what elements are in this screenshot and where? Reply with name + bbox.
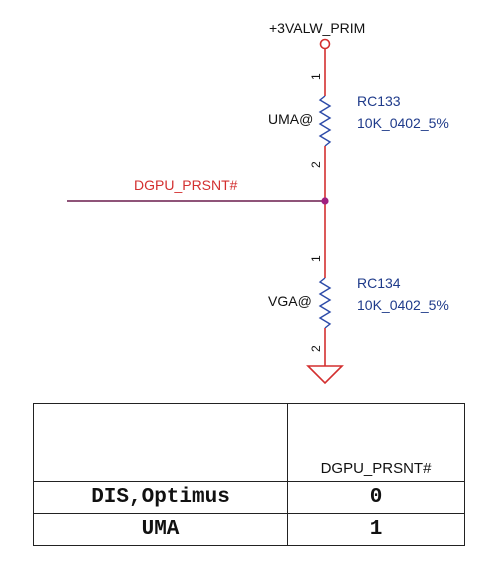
table-row: UMA 1 <box>33 513 465 546</box>
junction-dot <box>321 197 329 205</box>
rc134-pin-bottom: 2 <box>309 345 323 352</box>
ground-icon <box>306 365 344 385</box>
rc133-zigzag-icon <box>318 95 332 147</box>
table-cell-value: 0 <box>287 481 465 514</box>
net-label: DGPU_PRSNT# <box>134 177 238 193</box>
rc133-pin-bottom: 2 <box>309 161 323 168</box>
power-rail-circle <box>319 38 331 50</box>
table-row: DIS,Optimus 0 <box>33 481 465 514</box>
table-cell-value: 1 <box>287 513 465 546</box>
rc133-ref: RC133 <box>357 93 401 109</box>
resistor-rc134: 1 2 VGA@ RC134 10K_0402_5% <box>268 222 449 366</box>
rc134-option-label: VGA@ <box>268 293 312 309</box>
rc134-value: 10K_0402_5% <box>357 297 449 313</box>
truth-table: DGPU_PRSNT# DIS,Optimus 0 UMA 1 <box>33 403 465 546</box>
rc134-zigzag-icon <box>318 277 332 329</box>
rc134-pin-top: 1 <box>309 255 323 262</box>
table-cell-mode: DIS,Optimus <box>33 481 288 514</box>
rc133-value: 10K_0402_5% <box>357 115 449 131</box>
table-header-blank <box>33 403 288 482</box>
table-header-signal: DGPU_PRSNT# <box>287 403 465 482</box>
schematic-diagram: +3VALW_PRIM 1 2 UMA@ RC133 10K_0402_5% D… <box>67 20 449 385</box>
resistor-rc133: 1 2 UMA@ RC133 10K_0402_5% <box>268 60 449 182</box>
power-rail-label: +3VALW_PRIM <box>269 20 365 36</box>
rc134-ref: RC134 <box>357 275 401 291</box>
rc133-pin-top: 1 <box>309 73 323 80</box>
table-cell-mode: UMA <box>33 513 288 546</box>
table-header-row: DGPU_PRSNT# <box>33 403 465 482</box>
rc133-option-label: UMA@ <box>268 111 313 127</box>
